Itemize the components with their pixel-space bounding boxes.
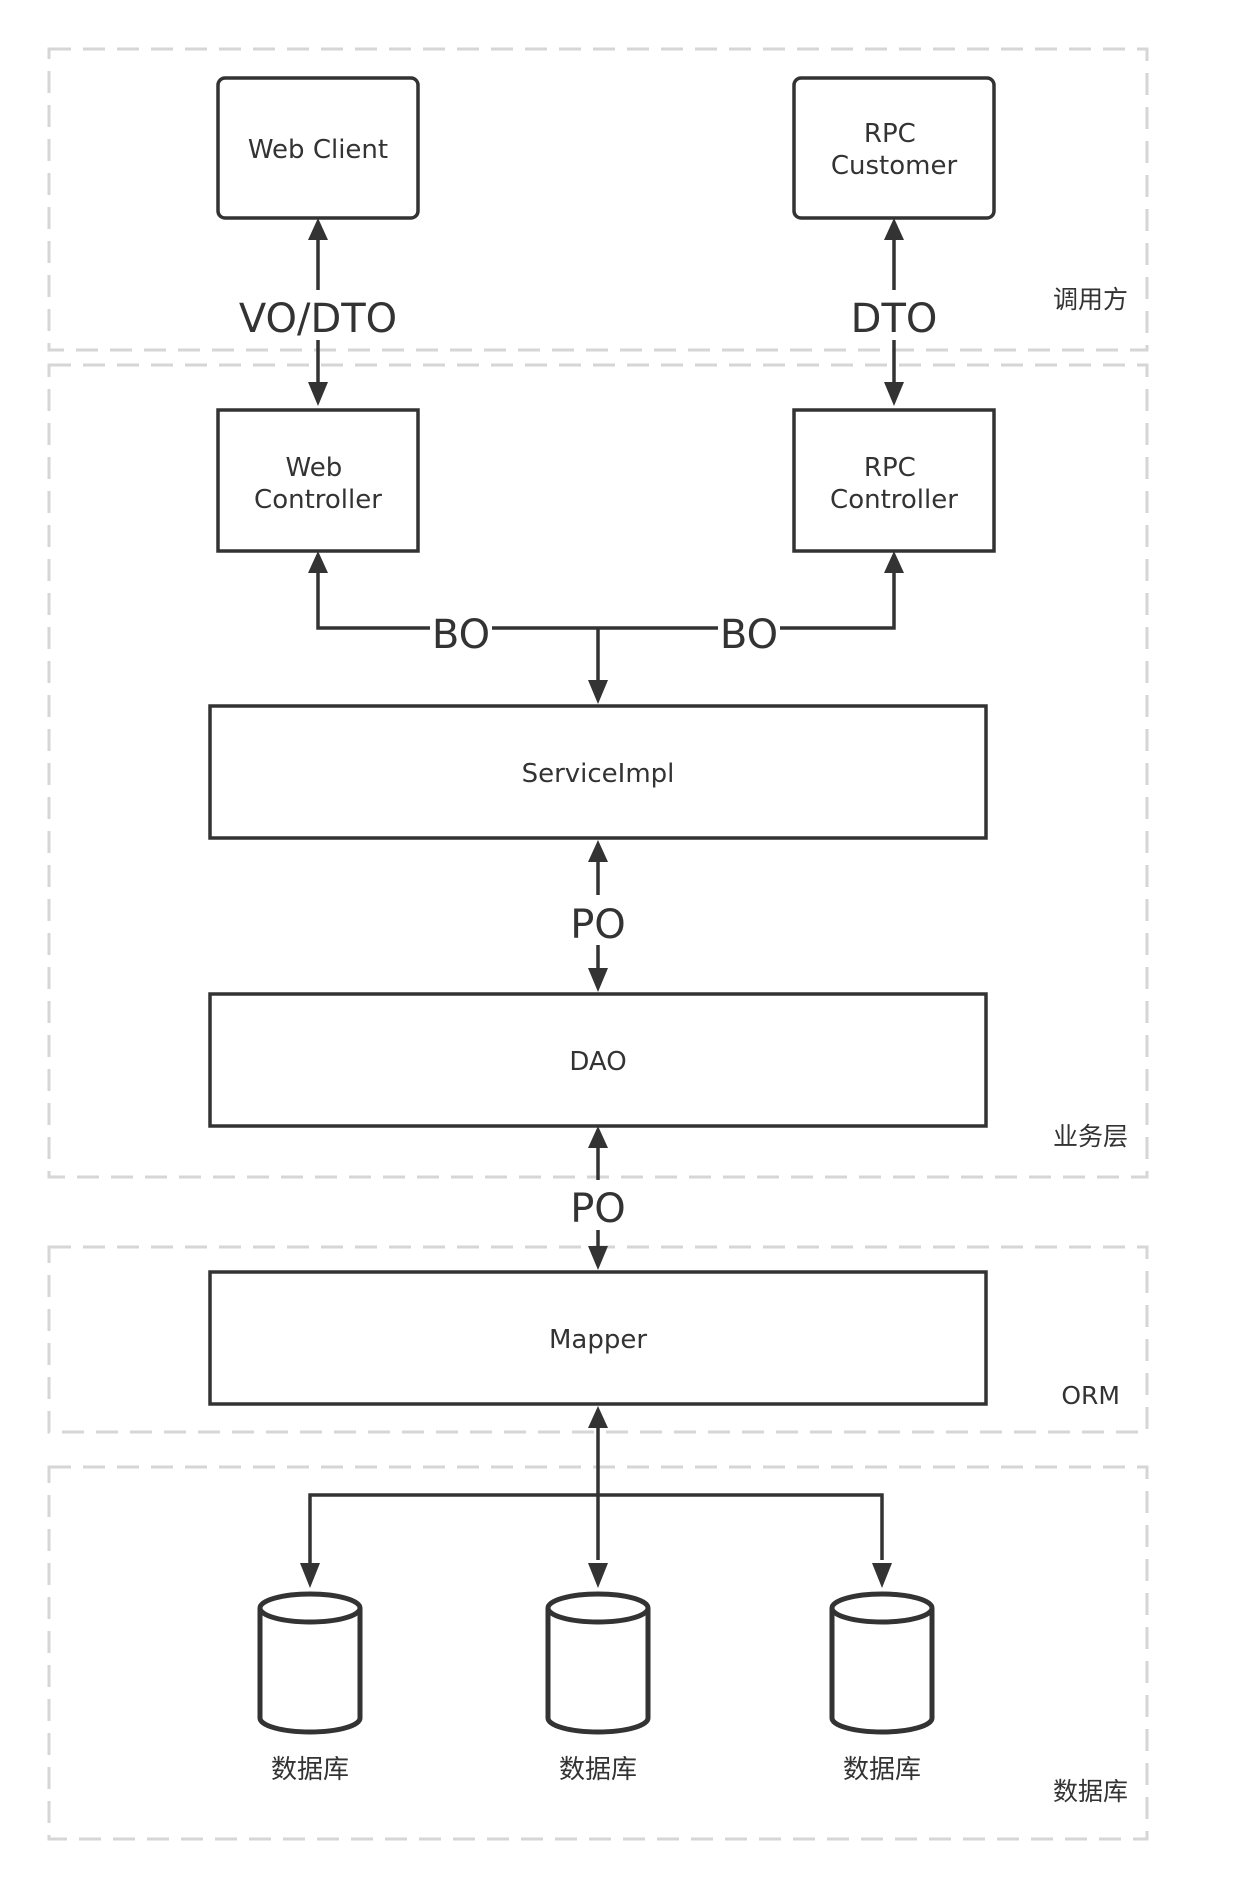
database-1-label: 数据库	[271, 1755, 349, 1785]
database-1: 数据库	[257, 1591, 363, 1785]
node-dao: DAO	[208, 992, 988, 1128]
arrow-down-icon	[588, 968, 608, 992]
database-2-label: 数据库	[559, 1755, 637, 1785]
zone-caller-label: 调用方	[1053, 285, 1128, 314]
arrow-up-icon	[884, 551, 904, 573]
node-web-controller: Web Controller	[216, 408, 420, 553]
database-icon	[829, 1591, 935, 1735]
edge-label-po-service-dao: PO	[570, 902, 626, 948]
arrow-up-icon	[588, 1406, 608, 1428]
node-mapper: Mapper	[208, 1270, 988, 1406]
database-3: 数据库	[829, 1591, 935, 1785]
connectors	[300, 218, 904, 1588]
edge-label-po-dao-mapper: PO	[570, 1186, 626, 1232]
node-rpc-controller-label: RPC Controller	[830, 453, 958, 515]
node-service-impl: ServiceImpl	[208, 704, 988, 840]
database-icon	[545, 1591, 651, 1735]
arrow-up-icon	[884, 218, 904, 240]
node-rpc-customer-label: RPC Customer	[831, 119, 958, 181]
arrow-up-icon	[588, 1126, 608, 1148]
edge-mapper-db-branch	[308, 1493, 884, 1574]
database-2: 数据库	[545, 1591, 651, 1785]
node-mapper-label: Mapper	[549, 1325, 647, 1355]
edge-label-web: VO/DTO	[239, 296, 397, 342]
arrow-down-icon	[872, 1563, 892, 1588]
arrow-down-icon	[300, 1563, 320, 1588]
edge-label-bo-left: BO	[432, 612, 490, 658]
arrow-up-icon	[588, 840, 608, 862]
edge-bo-left-line	[316, 573, 598, 630]
zone-orm-label: ORM	[1061, 1381, 1120, 1410]
edge-label-rpc: DTO	[851, 296, 938, 342]
node-web-controller-label: Web Controller	[254, 453, 382, 515]
zone-business-label: 业务层	[1053, 1122, 1128, 1151]
node-web-client-label: Web Client	[248, 135, 388, 165]
arrow-down-icon	[588, 1246, 608, 1270]
database-icon	[257, 1591, 363, 1735]
edge-bo-right-line	[598, 573, 896, 630]
edge-labels: VO/DTO DTO BO BO PO PO	[236, 290, 938, 1232]
node-service-impl-label: ServiceImpl	[522, 759, 675, 789]
zone-database-label: 数据库	[1053, 1777, 1128, 1806]
node-dao-label: DAO	[569, 1047, 626, 1077]
node-rpc-customer: RPC Customer	[792, 76, 996, 220]
arrow-up-icon	[308, 551, 328, 573]
zone-caller: 调用方	[47, 47, 1149, 352]
database-3-label: 数据库	[843, 1755, 921, 1785]
edge-label-bo-right: BO	[720, 612, 778, 658]
arrow-down-icon	[588, 680, 608, 704]
arrow-up-icon	[308, 218, 328, 240]
node-web-client: Web Client	[216, 76, 420, 220]
arrow-down-icon	[588, 1563, 608, 1588]
arrow-down-icon	[308, 382, 328, 406]
arrow-down-icon	[884, 382, 904, 406]
node-rpc-controller: RPC Controller	[792, 408, 996, 553]
